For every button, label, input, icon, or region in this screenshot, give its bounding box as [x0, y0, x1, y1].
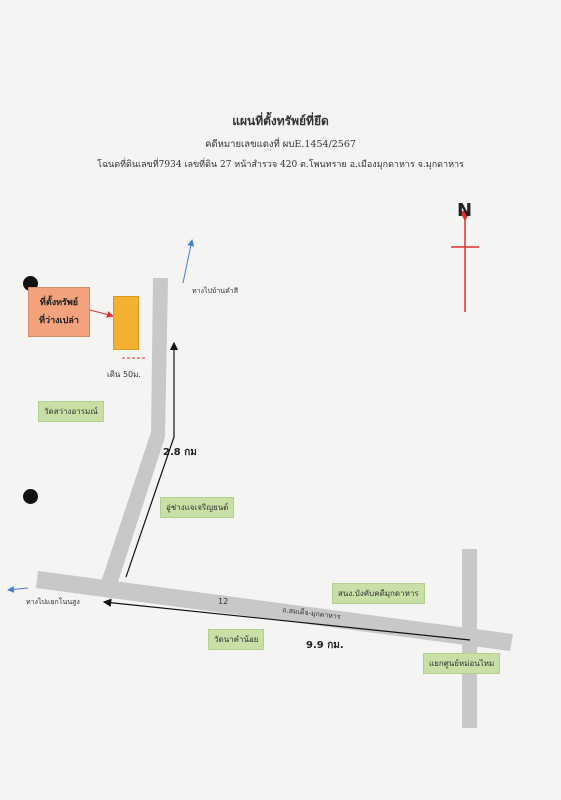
walk-label: เดิน 50ม. — [107, 370, 141, 379]
property-label-box: ที่ตั้งทรัพย์ ที่ว่างเปล่า — [28, 287, 90, 337]
page-title: แผนที่ตั้งทรัพย์ที่ยึด — [232, 114, 329, 128]
direction-to-north-label: ทางไปบ้านคำสี — [192, 287, 238, 295]
arrow-to-west — [7, 585, 29, 593]
deed-info: โฉนดที่ดินเลขที่7934 เลขที่ดิน 27 หน้าสำ… — [97, 160, 464, 170]
arrow-to-north — [182, 239, 195, 284]
case-number: คดีหมายเลขแดงที่ ผบE.1454/2567 — [205, 139, 356, 150]
road-number: 12 — [218, 597, 229, 606]
landmark-temple-nakham: วัดนาคำน้อย — [208, 629, 265, 650]
arrow-distance-east — [102, 598, 471, 641]
landmark-garage: อู่ช่างแจเจริญยนต์ — [160, 497, 235, 518]
landmark-junction: แยกศูนย์หม่อนไหม — [423, 653, 501, 674]
landmark-temple-sawang: วัดสว่างอารมณ์ — [38, 401, 104, 422]
compass-north-label: N — [457, 200, 473, 221]
road-north-segment — [151, 278, 168, 437]
landmark-office: สนง.บังคับคดีมุกดาหาร — [332, 583, 425, 604]
property-pointer — [89, 309, 114, 318]
distance-east: 9.9 กม. — [306, 640, 344, 651]
direction-to-west-label: ทางไปแยกโนนสูง — [26, 598, 80, 606]
road-junction-vertical — [462, 549, 477, 728]
binder-hole-bottom — [23, 489, 38, 504]
arrow-distance-north — [125, 341, 179, 578]
property-label-line2: ที่ว่างเปล่า — [39, 316, 79, 326]
distance-north: 2.8 กม — [163, 447, 197, 458]
property-label-line1: ที่ตั้งทรัพย์ — [39, 298, 79, 308]
property-plot — [113, 296, 139, 350]
road-diagonal-segment — [101, 432, 165, 585]
main-road-12 — [36, 571, 513, 651]
